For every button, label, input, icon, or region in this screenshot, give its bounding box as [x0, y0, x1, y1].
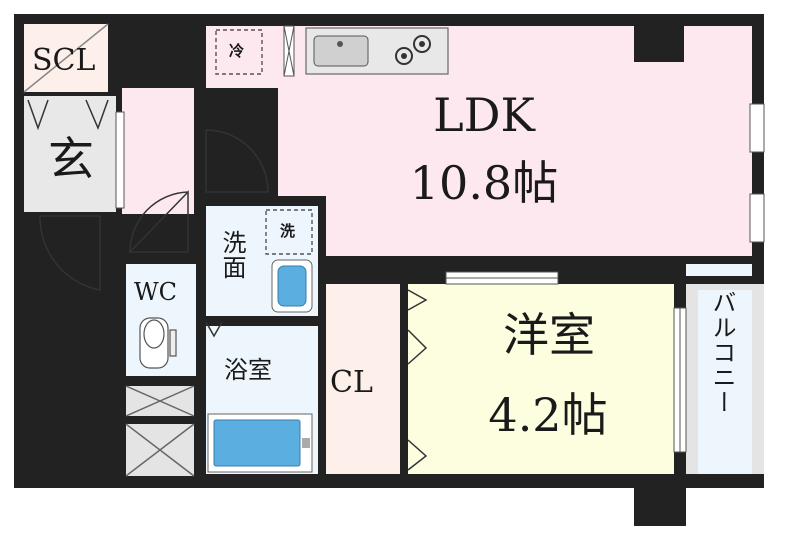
wc-label: WC [134, 278, 178, 306]
balcony-label: バルコニー [708, 290, 736, 415]
fridge-space [215, 29, 263, 75]
storage-boxes [125, 385, 195, 477]
balcony-rail [686, 264, 752, 276]
kitchen-counter [305, 27, 449, 75]
hallway [122, 88, 194, 214]
washer-label: 洗 [280, 222, 296, 240]
entrance-room [24, 96, 116, 212]
windows [115, 25, 765, 453]
western-room-size: 4.2帖 [488, 388, 608, 442]
ldk-name: LDK [433, 88, 535, 142]
scl-diagonal [23, 23, 109, 93]
fridge-label: 冷 [229, 42, 245, 60]
western-room-name: 洋室 [503, 308, 595, 362]
entrance-label: 玄 [48, 132, 94, 186]
bathroom-label: 浴室 [224, 356, 272, 384]
washroom-label: 洗面 [218, 230, 246, 280]
washbasin [271, 259, 313, 313]
toilet [139, 317, 177, 369]
ldk-room [206, 26, 752, 256]
wall-pillar [634, 480, 686, 526]
scl-label: SCL [32, 43, 96, 78]
balcony-deck [698, 290, 752, 474]
washer-space [265, 209, 313, 255]
closet [326, 284, 400, 474]
closet-label: CL [330, 365, 373, 400]
ldk-size: 10.8帖 [409, 156, 559, 210]
doors [27, 99, 428, 471]
bathtub [207, 413, 313, 473]
western-room [408, 284, 674, 474]
